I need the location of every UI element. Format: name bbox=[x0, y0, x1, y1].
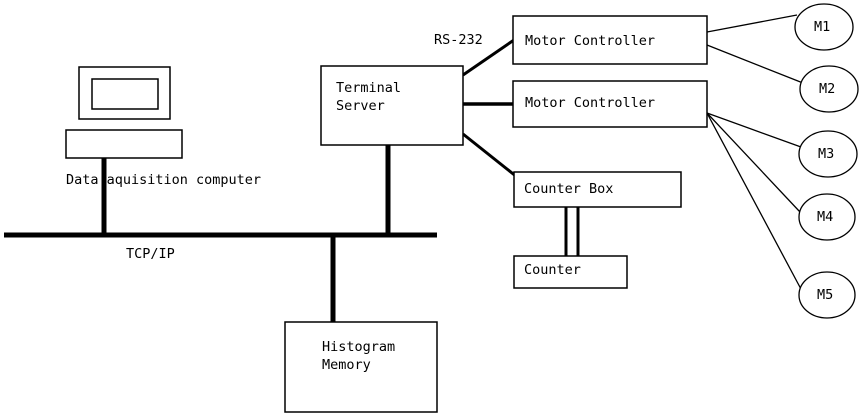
motor-m3-ellipse[interactable] bbox=[798, 130, 858, 178]
terminal-server-box[interactable] bbox=[320, 65, 464, 146]
motor-controller-2-box[interactable] bbox=[512, 80, 708, 128]
terminal-server-label-line2: Server bbox=[336, 98, 385, 114]
counter-box-box[interactable] bbox=[513, 171, 682, 208]
motor-m5-label: M5 bbox=[817, 287, 834, 303]
terminal-server-label-line1: Terminal bbox=[336, 80, 402, 96]
motor-controller-1-label: Motor Controller bbox=[525, 33, 656, 49]
motor-controller-1-box[interactable] bbox=[512, 15, 708, 65]
link-mc1-to-m2 bbox=[706, 44, 804, 84]
link-mc2-to-m5 bbox=[706, 112, 803, 292]
motor-m2-ellipse[interactable] bbox=[799, 65, 859, 113]
monitor-screen-box bbox=[91, 78, 159, 110]
link-mc2-to-m4 bbox=[706, 112, 801, 213]
link-mc1-to-m1 bbox=[706, 14, 798, 33]
rs232-label: RS-232 bbox=[434, 32, 483, 48]
link-terminal-server-to-mc1 bbox=[462, 38, 515, 77]
counter-box-label: Counter Box bbox=[524, 181, 614, 197]
histogram-memory-box[interactable] bbox=[284, 321, 438, 413]
computer-base-box bbox=[65, 129, 183, 159]
motor-m4-ellipse[interactable] bbox=[798, 193, 856, 241]
link-terminal-server-to-counter-box bbox=[462, 132, 518, 179]
tcpip-bus-label: TCP/IP bbox=[126, 246, 175, 262]
motor-m3-label: M3 bbox=[818, 146, 835, 162]
motor-m2-label: M2 bbox=[819, 81, 836, 97]
data-acquisition-computer-label: Data aquisition computer bbox=[66, 172, 262, 188]
histogram-memory-label-line1: Histogram bbox=[322, 339, 396, 355]
motor-m1-ellipse[interactable] bbox=[794, 3, 854, 51]
counter-box[interactable] bbox=[513, 255, 628, 289]
counter-label: Counter bbox=[524, 262, 581, 278]
motor-m4-label: M4 bbox=[817, 209, 834, 225]
link-mc2-to-m3 bbox=[706, 112, 802, 148]
histogram-memory-label-line2: Memory bbox=[322, 357, 371, 373]
motor-m5-ellipse[interactable] bbox=[798, 271, 856, 319]
motor-controller-2-label: Motor Controller bbox=[525, 95, 656, 111]
motor-m1-label: M1 bbox=[814, 19, 831, 35]
